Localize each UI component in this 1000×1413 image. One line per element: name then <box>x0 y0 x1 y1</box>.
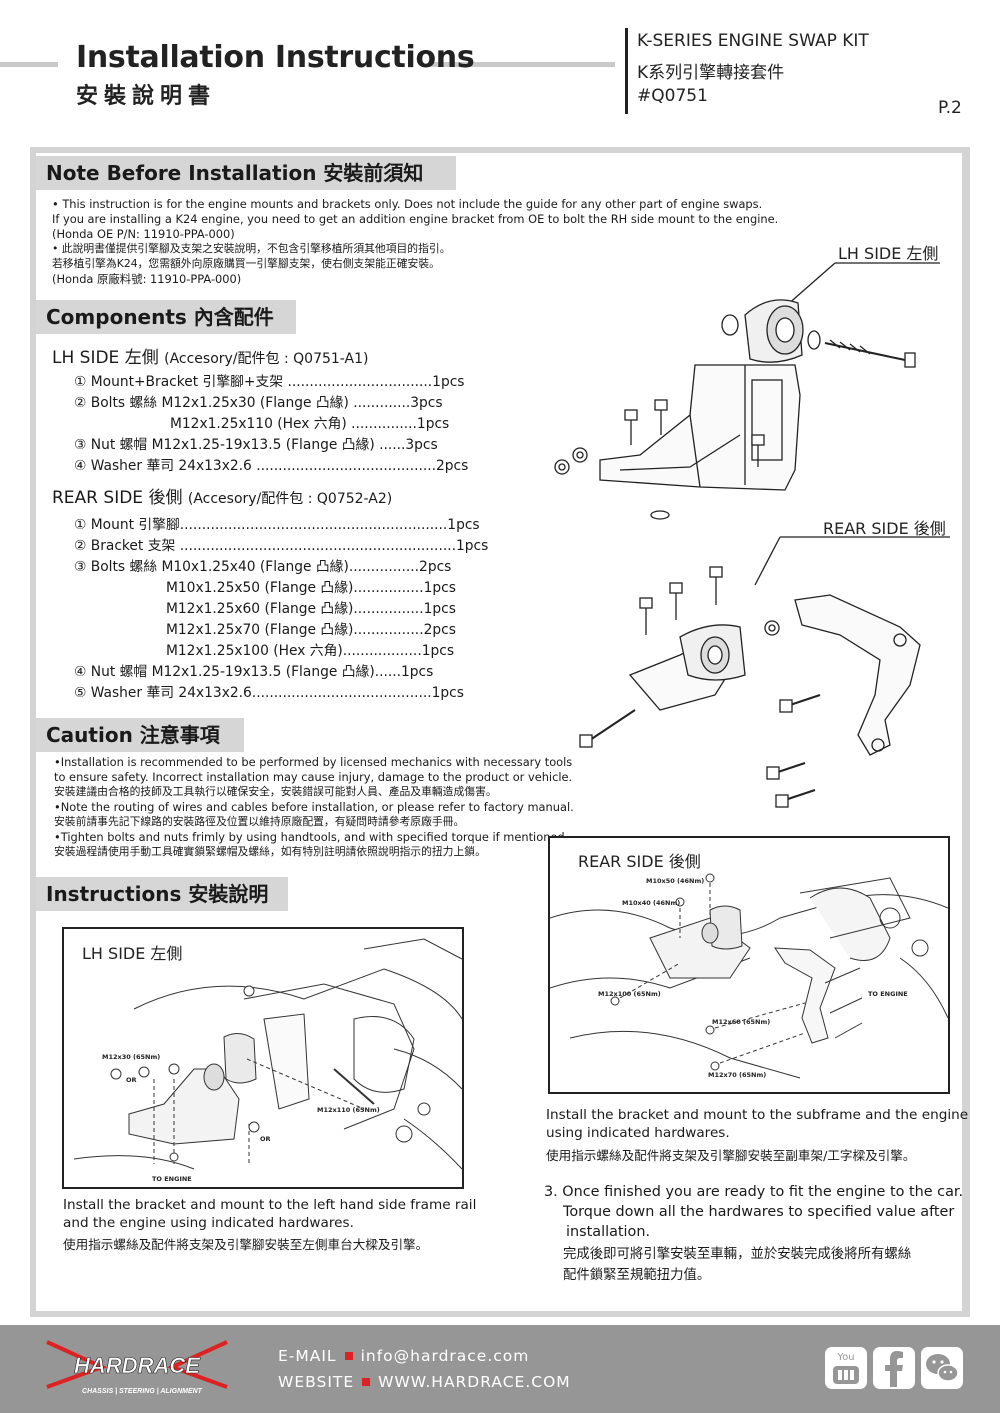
note-heading: Note Before Installation 安裝前須知 <box>36 156 456 190</box>
caution-line: •Note the routing of wires and cables be… <box>54 800 574 814</box>
header-rule-right <box>430 62 615 67</box>
component-row: ② Bracket 支架 ...........................… <box>74 538 489 554</box>
lh-label-m12x110: M12x110 (65Nm) <box>317 1106 380 1114</box>
note-line: 若移植引擎為K24，您需額外向原廠購買一引擎腳支架，使右側支架能正確安裝。 <box>52 257 440 270</box>
lh-caption: and the engine using indicated hardwares… <box>63 1215 354 1231</box>
header-divider <box>625 28 628 114</box>
email-link[interactable]: info@hardrace.com <box>360 1347 530 1365</box>
component-row: ② Bolts 螺絲 M12x1.25x30 (Flange 凸緣) .....… <box>74 395 443 411</box>
page-number: P.2 <box>938 98 962 118</box>
rear-label-m10x50: M10x50 (46Nm) <box>646 877 705 885</box>
wechat-bubbles-icon <box>926 1354 959 1382</box>
facebook-f-icon <box>885 1351 903 1387</box>
rear-caption: Install the bracket and mount to the sub… <box>546 1107 969 1123</box>
lh-label-m12x30: M12x30 (65Nm) <box>102 1053 161 1061</box>
kit-name-zh: K系列引擎轉接套件 <box>637 63 785 83</box>
rear-label-to-engine: TO ENGINE <box>868 990 908 998</box>
youtube-tube-icon <box>833 1366 859 1384</box>
lh-caption-zh: 使用指示螺絲及配件將支架及引擎腳安裝至左側車台大樑及引擎。 <box>63 1237 429 1252</box>
rear-figure-title: REAR SIDE 後側 <box>578 852 701 871</box>
caution-line: •Tighten bolts and nuts frimly by using … <box>54 830 569 844</box>
component-row: ④ Washer 華司 24x13x2.6 ..................… <box>74 458 469 474</box>
component-row: ③ Bolts 螺絲 M10x1.25x40 (Flange 凸緣)......… <box>74 559 452 575</box>
instructions-heading: Instructions 安裝說明 <box>36 877 288 911</box>
rear-caption: using indicated hardwares. <box>546 1125 730 1141</box>
lh-figure-title: LH SIDE 左側 <box>82 944 183 963</box>
hardrace-logo-mark: HARDRACE CHASSIS | STEERING | ALIGNMENT <box>46 1340 228 1395</box>
content-frame <box>30 147 970 1317</box>
lh-label-to-engine: TO ENGINE <box>152 1175 192 1183</box>
rear-caption-zh: 使用指示螺絲及配件將支架及引擎腳安裝至副車架/工字樑及引擎。 <box>546 1148 916 1163</box>
lh-caption: Install the bracket and mount to the lef… <box>63 1197 477 1213</box>
step3-line-zh: 配件鎖緊至規範扭力值。 <box>563 1268 711 1283</box>
rear-components-title: REAR SIDE 後側 (Accesory/配件包 : Q0752-A2) <box>52 488 393 508</box>
lh-install-figure: LH SIDE 左側 M12 <box>62 927 464 1189</box>
youtube-icon[interactable]: You <box>825 1347 867 1389</box>
note-line: • This instruction is for the engine mou… <box>52 197 763 211</box>
page-title-zh: 安裝說明書 <box>76 83 217 109</box>
lh-label-or: OR <box>126 1076 137 1084</box>
hardrace-logo: HARDRACE CHASSIS | STEERING | ALIGNMENT <box>42 1337 232 1401</box>
step3-line: 3. Once finished you are ready to fit th… <box>544 1184 964 1200</box>
step3-line: installation. <box>566 1224 651 1240</box>
lh-components-title: LH SIDE 左側 (Accesory/配件包 : Q0751-A1) <box>52 348 369 368</box>
wechat-icon[interactable] <box>921 1347 963 1389</box>
caution-heading: Caution 注意事項 <box>36 718 244 752</box>
note-line: • 此說明書僅提供引擎腳及支架之安裝說明，不包含引擎移植所須其他項目的指引。 <box>52 242 451 255</box>
kit-name-en: K-SERIES ENGINE SWAP KIT <box>637 31 869 51</box>
rear-label-m10x40: M10x40 (46Nm) <box>622 899 681 907</box>
page-title: Installation Instructions <box>76 40 475 75</box>
caution-line: 安裝前請事先記下線路的安裝路徑及位置以維持原廠配置，有疑問時請參考原廠手冊。 <box>54 815 465 828</box>
note-line: If you are installing a K24 engine, you … <box>52 212 779 226</box>
header-rule-left <box>0 62 58 67</box>
rear-install-figure: REAR SIDE 後側 <box>548 836 950 1094</box>
component-row: ④ Nut 螺帽 M12x1.25-19x13.5 (Flange 凸緣)...… <box>74 664 434 680</box>
component-row: M12x1.25x110 (Hex 六角) ...............1pc… <box>170 416 450 432</box>
rear-label-m12x70: M12x70 (65Nm) <box>708 1071 767 1079</box>
rear-label-m12x60: M12x60 (65Nm) <box>712 1018 771 1026</box>
component-row: M12x1.25x60 (Flange 凸緣)................1… <box>166 601 456 617</box>
component-row: ③ Nut 螺帽 M12x1.25-19x13.5 (Flange 凸緣) ..… <box>74 437 438 453</box>
component-row: M12x1.25x100 (Hex 六角)..................1… <box>166 643 455 659</box>
rear-label-m12x100: M12x100 (65Nm) <box>598 990 661 998</box>
logo-tagline: CHASSIS | STEERING | ALIGNMENT <box>82 1388 203 1395</box>
facebook-icon[interactable] <box>873 1347 915 1389</box>
lh-label-or: OR <box>260 1135 271 1143</box>
step3-line: Torque down all the hardwares to specifi… <box>563 1204 955 1220</box>
note-line: (Honda 原廠料號: 11910-PPA-000) <box>52 272 242 286</box>
caution-line: 安裝過程請使用手動工具確實鎖緊螺帽及螺絲，如有特別註明請依照說明指示的扭力上鎖。 <box>54 845 486 858</box>
component-row: M12x1.25x70 (Flange 凸緣)................2… <box>166 622 456 638</box>
footer: HARDRACE CHASSIS | STEERING | ALIGNMENT … <box>0 1325 1000 1413</box>
caution-line: 安裝建議由合格的技師及工具執行以確保安全，安裝錯誤可能對人員、產品及車輛造成傷害… <box>54 785 497 798</box>
lh-diagram-label: LH SIDE 左側 <box>838 244 939 263</box>
component-row: ① Mount+Bracket 引擎腳+支架 .................… <box>74 374 465 390</box>
component-row: ⑤ Washer 華司 24x13x2.6...................… <box>74 685 464 701</box>
components-heading: Components 內含配件 <box>36 300 296 334</box>
component-row: ① Mount 引擎腳.............................… <box>74 517 480 533</box>
step3-line-zh: 完成後即可將引擎安裝至車輛，並於安裝完成後將所有螺絲 <box>563 1247 912 1262</box>
website-link[interactable]: WWW.HARDRACE.COM <box>378 1373 571 1391</box>
caution-line: •Installation is recommended to be perfo… <box>54 755 573 769</box>
note-line: (Honda OE P/N: 11910-PPA-000) <box>52 227 235 241</box>
rear-install-drawing <box>550 873 948 1079</box>
caution-line: to ensure safety. Incorrect installation… <box>54 770 573 784</box>
lh-install-drawing <box>73 938 462 1170</box>
part-number: #Q0751 <box>637 86 708 106</box>
logo-brand-text: HARDRACE <box>74 1353 201 1378</box>
component-row: M10x1.25x50 (Flange 凸緣)................1… <box>166 580 456 596</box>
components-exploded-diagram <box>554 262 950 808</box>
rear-diagram-label: REAR SIDE 後側 <box>823 519 946 538</box>
